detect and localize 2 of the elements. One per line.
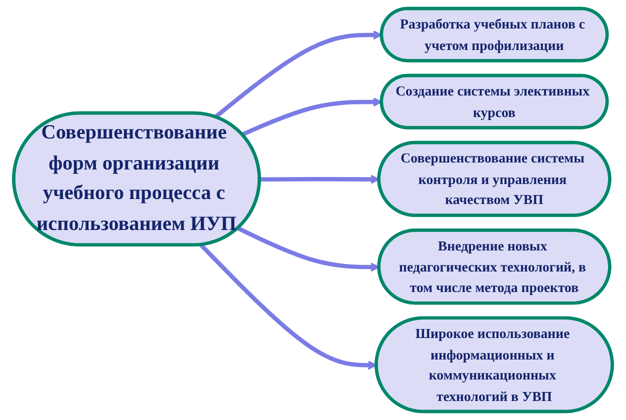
arrow — [241, 97, 382, 136]
arrow — [214, 30, 382, 119]
